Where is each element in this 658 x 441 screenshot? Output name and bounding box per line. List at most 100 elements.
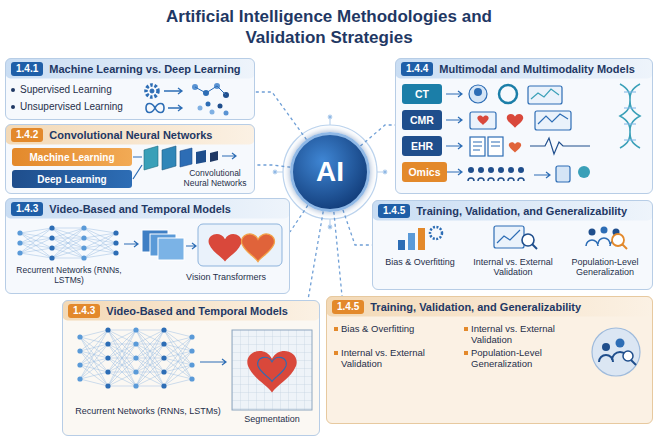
network-unit <box>161 383 166 388</box>
network-link <box>108 330 136 386</box>
network-link <box>52 228 84 258</box>
panel-header: 1.4.1Machine Learning vs. Deep Learning <box>11 62 249 76</box>
network-link <box>20 228 52 253</box>
network-link <box>136 330 164 344</box>
panel-header: 1.4.5 Training, Validation, and Generaliz… <box>332 300 647 314</box>
network-unit <box>133 383 138 388</box>
network-link <box>84 243 116 258</box>
network-link <box>84 233 116 258</box>
network-link <box>80 379 108 386</box>
network-link <box>164 337 192 344</box>
ai-hub-ring <box>273 115 387 229</box>
item-label: Segmentation <box>232 414 312 424</box>
network-unit <box>161 327 166 332</box>
network-unit <box>105 369 110 374</box>
modality-badge: Omics <box>402 162 447 182</box>
network-link <box>136 330 164 344</box>
modality-badge: CT <box>402 84 442 104</box>
network-link <box>108 372 136 386</box>
dashed-connector <box>360 125 395 146</box>
network-link <box>136 372 164 386</box>
network-unit <box>77 362 82 367</box>
section-number: 1.4.1 <box>11 62 43 76</box>
network-link <box>52 228 84 248</box>
network-unit <box>81 255 86 260</box>
box-label: Omics <box>408 166 440 178</box>
network-unit <box>77 334 82 339</box>
item-label: Population-Level Generalization <box>560 257 650 278</box>
section-number: 1.4.5 <box>332 300 364 314</box>
network-link <box>108 330 136 358</box>
modality-icons <box>446 84 640 182</box>
network-link <box>20 238 52 253</box>
dashed-connector <box>255 165 290 167</box>
panel-grounds <box>5 58 653 436</box>
panel-header: 1.4.4Multimodal and Multimodality Models <box>401 62 647 76</box>
modality-badge: CMR <box>402 110 442 130</box>
network-unit <box>161 355 166 360</box>
network-link <box>52 228 84 229</box>
section-number: 1.4.2 <box>11 128 43 142</box>
network-link <box>136 344 164 386</box>
panel-header: 1.4.3 Video-Based and Temporal Models <box>11 202 284 216</box>
validation-icons <box>334 226 640 376</box>
panel-header: 1.4.5 Training, Validation, and Generaliz… <box>378 204 647 218</box>
network-unit <box>49 245 54 250</box>
section-heading: Training, Validation, and Generalizabili… <box>416 205 627 218</box>
network-link <box>20 253 52 258</box>
network-unit <box>133 327 138 332</box>
network-link <box>80 330 108 337</box>
network-unit <box>161 369 166 374</box>
section-heading: Video-Based and Temporal Models <box>49 203 231 216</box>
network-link <box>136 330 164 372</box>
panel-header: 1.4.3Video-Based and Temporal Models <box>68 304 314 318</box>
network-unit <box>161 341 166 346</box>
section-heading: Training, Validation, and Generalizabili… <box>370 301 581 314</box>
network-link <box>52 258 84 259</box>
method-box: Machine Learning <box>12 148 132 166</box>
item-label: Bias & Overfitting <box>341 324 461 335</box>
network-link <box>80 344 108 379</box>
box-label: EHR <box>411 140 433 152</box>
network-link <box>52 238 84 258</box>
network-link <box>52 228 84 238</box>
network-link <box>164 330 192 379</box>
network-link <box>136 330 164 331</box>
network-link <box>164 337 192 372</box>
section-panel: 1.4.4Multimodal and Multimodality Models… <box>395 58 653 194</box>
network-link <box>108 330 136 344</box>
network-link <box>136 330 164 386</box>
network-link <box>52 228 84 248</box>
network-unit <box>113 250 118 255</box>
network-unit <box>81 245 86 250</box>
network-unit <box>81 235 86 240</box>
box-label: Deep Learning <box>37 174 106 185</box>
section-number: 1.4.5 <box>378 204 410 218</box>
dashed-connector <box>290 205 308 232</box>
network-unit <box>105 341 110 346</box>
network-unit <box>77 348 82 353</box>
network-link <box>164 365 192 386</box>
network-unit <box>113 230 118 235</box>
item-label: Internal vs. External Validation <box>466 257 560 278</box>
network-unit <box>81 225 86 230</box>
method-box: Deep Learning <box>12 170 132 188</box>
section-number: 1.4.3 <box>11 202 43 216</box>
network-link <box>108 344 136 386</box>
network-unit <box>189 376 194 381</box>
network-link <box>80 330 108 365</box>
network-link <box>80 351 108 386</box>
network-link <box>108 358 136 386</box>
network-unit <box>133 355 138 360</box>
network-link <box>136 358 164 386</box>
item-label: Internal vs. External Validation <box>341 348 459 370</box>
network-unit <box>105 327 110 332</box>
network-link <box>20 248 52 253</box>
dashed-connector <box>308 211 323 300</box>
box-label: Machine Learning <box>29 152 114 163</box>
network-link <box>108 330 136 358</box>
network-unit <box>77 376 82 381</box>
panel-header: 1.4.2Convolutional Neural Networks <box>11 128 249 142</box>
network-unit <box>105 383 110 388</box>
modality-badge: EHR <box>402 136 442 156</box>
